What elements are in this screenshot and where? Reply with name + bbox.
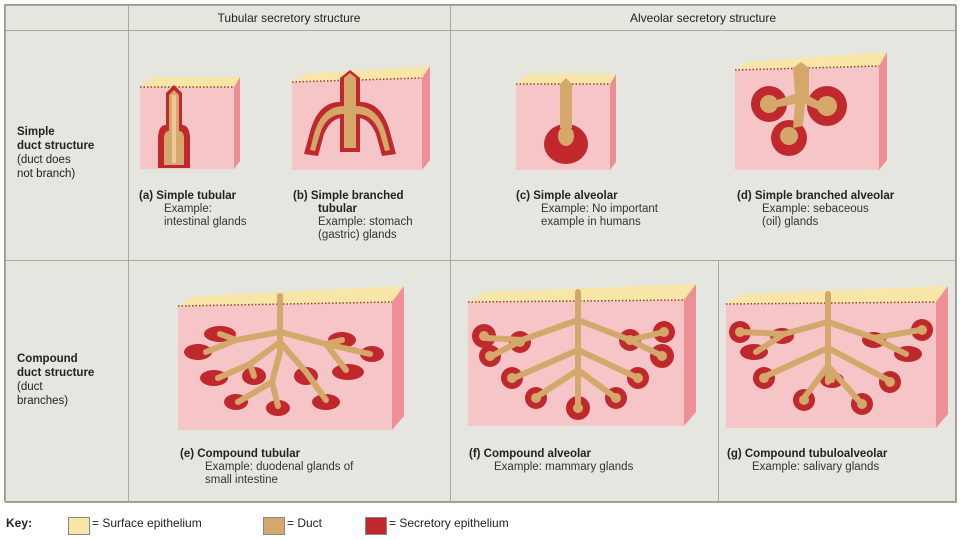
row-label-compound-l1: Compound [17, 353, 78, 365]
caption-d-ex2: (oil) glands [762, 216, 819, 228]
diagram-compound-alveolar [467, 284, 696, 426]
caption-a-ex1: Example: [164, 203, 212, 215]
row-label-simple-l1: Simple [17, 126, 55, 138]
diagram-simple-tubular [140, 77, 240, 169]
caption-b-title: (b) Simple branched [293, 190, 404, 202]
caption-simple-branched-alveolar: (d) Simple branched alveolar Example: se… [737, 190, 894, 229]
caption-simple-tubular: (a) Simple tubular Example: intestinal g… [139, 190, 246, 229]
key-swatch-secretory [365, 517, 387, 535]
cell-compound-tubuloalveolar [718, 260, 957, 503]
corner-cell [5, 5, 129, 31]
row-label-simple: Simple duct structure (duct does not bra… [17, 125, 94, 181]
caption-simple-alveolar: (c) Simple alveolar Example: No importan… [516, 190, 658, 229]
caption-compound-alveolar: (f) Compound alveolar Example: mammary g… [469, 448, 633, 474]
key-swatch-surface [68, 517, 90, 535]
caption-a-title: (a) Simple tubular [139, 190, 237, 202]
diagram-compound-tubuloalveolar [725, 286, 948, 428]
caption-compound-tubuloalveolar: (g) Compound tubuloalveolar Example: sal… [727, 448, 887, 474]
row-label-compound-l4: branches) [17, 395, 69, 407]
caption-g-ex1: Example: salivary glands [752, 461, 880, 473]
caption-simple-branched-tubular: (b) Simple branched tubular Example: sto… [293, 190, 413, 242]
caption-e-title: (e) Compound tubular [180, 448, 301, 460]
caption-f-ex1: Example: mammary glands [494, 461, 634, 473]
caption-b-ex2: (gastric) glands [318, 229, 397, 241]
caption-c-ex1: Example: No important [541, 203, 658, 215]
caption-b-title2: tubular [318, 203, 357, 215]
key-surface-label: = Surface epithelium [92, 516, 202, 530]
diagram-simple-branched-tubular [291, 66, 430, 170]
row-label-compound-l3: (duct [17, 381, 43, 393]
row-label-simple-l3: (duct does [17, 154, 71, 166]
key-secretory-label: = Secretory epithelium [389, 516, 509, 530]
key-swatch-duct [263, 517, 285, 535]
caption-compound-tubular: (e) Compound tubular Example: duodenal g… [180, 448, 353, 487]
caption-c-ex2: example in humans [541, 216, 641, 228]
row-label-compound-l2: duct structure [17, 367, 95, 379]
row-label-simple-l4: not branch) [17, 168, 76, 180]
caption-f-title: (f) Compound alveolar [469, 448, 592, 460]
header-alveolar: Alveolar secretory structure [629, 11, 777, 25]
caption-c-title: (c) Simple alveolar [516, 190, 618, 202]
diagram-simple-alveolar [516, 74, 616, 170]
diagram-compound-tubular [177, 286, 404, 430]
caption-d-ex1: Example: sebaceous [762, 203, 869, 215]
key-duct-label: = Duct [287, 516, 323, 530]
key-label: Key: [6, 516, 33, 530]
row-label-compound: Compound duct structure (duct branches) [17, 352, 94, 408]
caption-d-title: (d) Simple branched alveolar [737, 190, 895, 202]
caption-e-ex1: Example: duodenal glands of [205, 461, 354, 473]
caption-a-ex2: intestinal glands [164, 216, 247, 228]
caption-g-title: (g) Compound tubuloalveolar [727, 448, 888, 460]
row-label-simple-l2: duct structure [17, 140, 95, 152]
diagram-simple-branched-alveolar [734, 52, 887, 170]
caption-e-ex2: small intestine [205, 474, 278, 486]
caption-b-ex1: Example: stomach [318, 216, 413, 228]
header-tubular: Tubular secretory structure [217, 11, 361, 25]
